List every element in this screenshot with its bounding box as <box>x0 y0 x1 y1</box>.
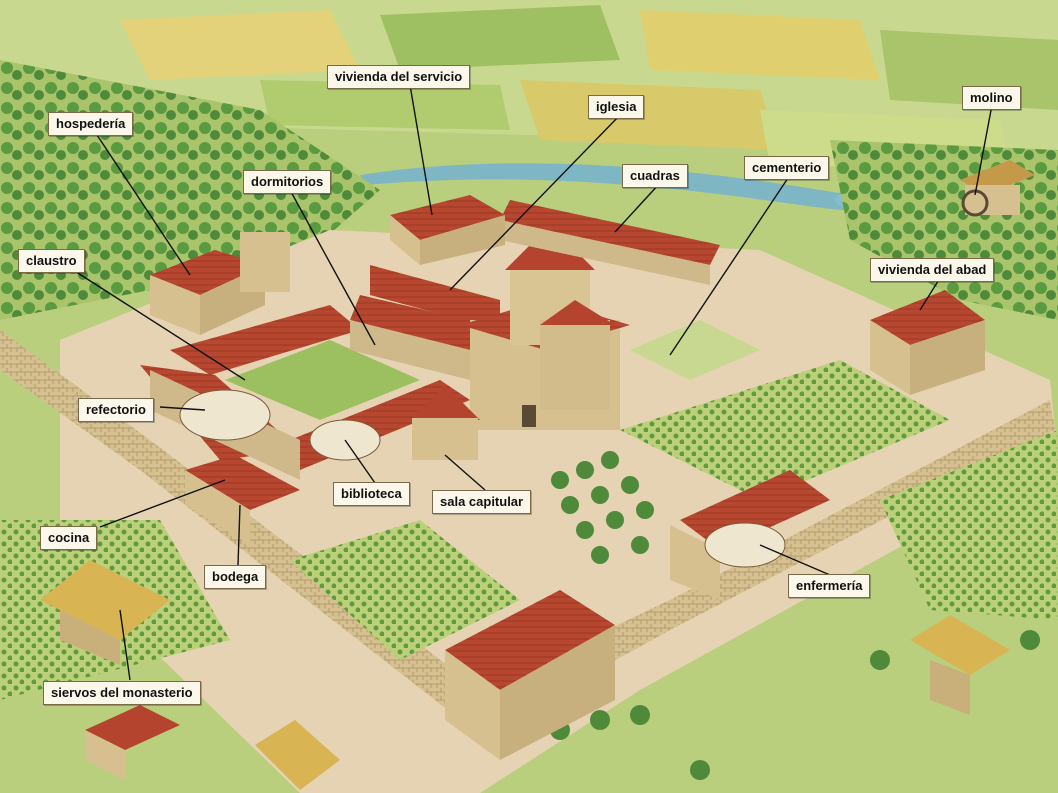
leader-hospederia <box>94 131 191 276</box>
vegetable-garden-east <box>620 360 950 500</box>
leader-iglesia <box>449 114 621 291</box>
chapter-house-wall <box>412 418 478 460</box>
outer-wall-left <box>0 330 150 470</box>
chapter-house-roof <box>410 385 480 420</box>
leader-dormitorios <box>289 189 376 346</box>
dormitory-wall <box>350 320 470 380</box>
cloister-roof-north <box>170 305 360 375</box>
leader-vivienda-servicio <box>409 84 433 216</box>
label-vivienda-servicio: vivienda del servicio <box>327 65 471 89</box>
label-siervos: siervos del monasterio <box>43 681 201 705</box>
gatehouse-south-wall-side <box>500 625 615 760</box>
barn-southwest-roof <box>255 720 340 790</box>
label-bodega: bodega <box>204 565 267 589</box>
label-cocina: cocina <box>40 526 98 550</box>
leader-lines <box>69 84 993 681</box>
servants-house-wall <box>390 215 420 265</box>
label-biblioteca: biblioteca <box>333 482 410 506</box>
serf-cottage-wall <box>85 730 125 780</box>
label-vivienda-abad: vivienda del abad <box>870 258 995 282</box>
stables-roof <box>500 200 720 265</box>
guesthouse-wall <box>150 275 200 335</box>
dormitory-roof <box>350 295 490 350</box>
label-claustro: claustro <box>18 249 85 273</box>
leader-vivienda-abad <box>919 277 941 311</box>
guesthouse-roof <box>150 250 265 295</box>
label-enfermeria: enfermería <box>788 574 871 598</box>
gatehouse-tower <box>240 232 290 292</box>
vegetable-garden-south <box>290 520 520 660</box>
leader-sala-capitular <box>444 454 486 491</box>
leader-enfermeria <box>759 544 831 576</box>
leader-siervos <box>119 609 131 681</box>
leader-molino <box>974 104 993 196</box>
leader-biblioteca <box>344 439 376 484</box>
gatehouse-south-roof <box>445 590 615 690</box>
church <box>370 225 630 430</box>
farm-hut-east-wall <box>930 660 970 715</box>
abbot-house-roof <box>870 290 985 345</box>
cemetery <box>630 320 760 380</box>
leader-refectorio <box>159 406 206 411</box>
stables-wall <box>500 220 710 285</box>
label-hospederia: hospedería <box>48 112 134 136</box>
farm-hut-east-roof <box>910 615 1010 675</box>
label-cuadras: cuadras <box>622 164 688 188</box>
label-dormitorios: dormitorios <box>243 170 332 194</box>
servants-house-roof <box>390 195 505 240</box>
label-refectorio: refectorio <box>78 398 154 422</box>
leader-bodega <box>237 504 241 566</box>
serf-hut-wall <box>60 610 120 665</box>
abbot-house-wall <box>870 320 910 395</box>
leader-claustro <box>69 267 246 381</box>
mill-wall <box>965 185 1020 215</box>
fields-southeast <box>880 430 1058 620</box>
orchard <box>550 451 1040 780</box>
label-sala-capitular: sala capitular <box>432 490 532 514</box>
abbot-house-wall-side <box>910 320 985 395</box>
refectory-cutaway <box>179 389 271 441</box>
serf-cottage-roof <box>85 705 180 750</box>
serf-hut-roof <box>40 560 170 640</box>
mill-wheel <box>961 189 989 217</box>
leader-cuadras <box>614 182 661 233</box>
kitchen-roof <box>185 455 300 510</box>
river <box>360 163 960 220</box>
leader-cocina <box>99 479 226 528</box>
label-cementerio: cementerio <box>744 156 830 180</box>
label-molino: molino <box>962 86 1021 110</box>
cloister-courtyard <box>225 340 420 420</box>
servants-house-wall-side <box>420 215 505 265</box>
label-iglesia: iglesia <box>588 95 645 119</box>
leader-cementerio <box>669 174 791 356</box>
infirmary-cutaway <box>704 522 786 568</box>
gatehouse-south-wall <box>445 650 500 760</box>
